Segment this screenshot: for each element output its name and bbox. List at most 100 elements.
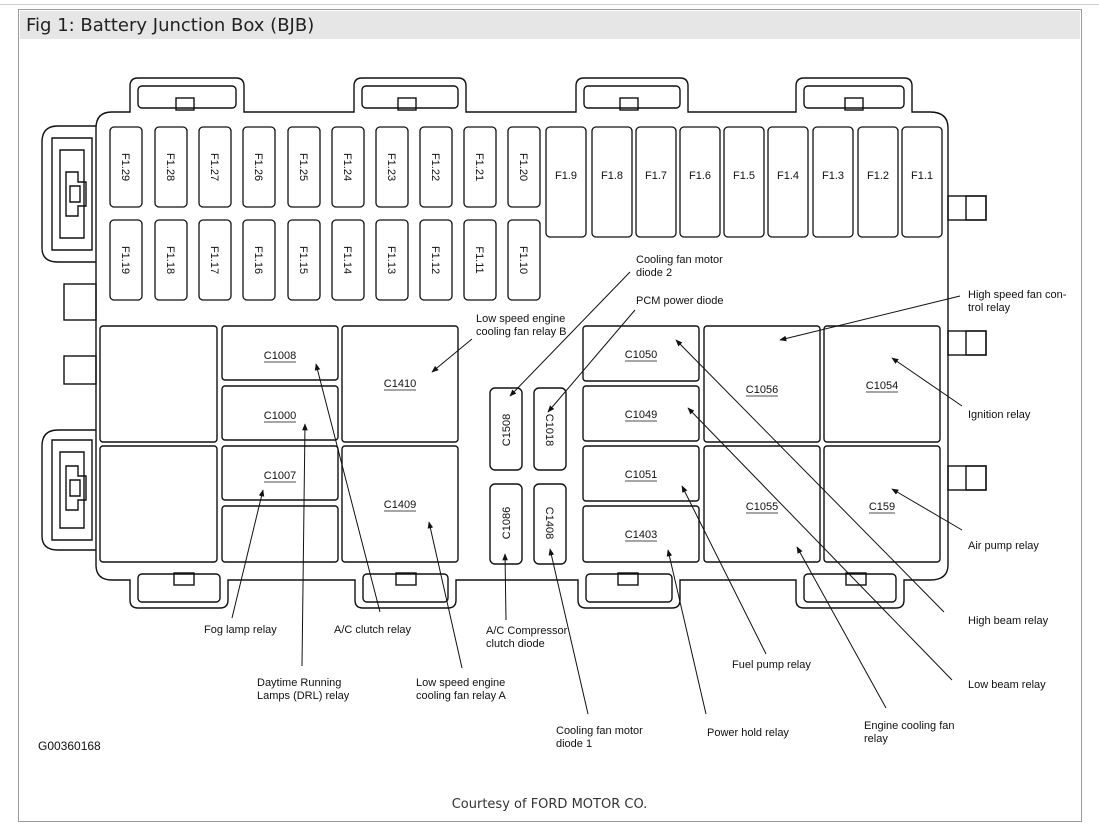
diode-c1508 [489,387,523,471]
bottom-tab-3 [585,573,673,603]
callout-low-beam-relay: Low beam relay [968,679,1046,691]
block-c1049 [582,385,700,442]
leader-low-speed-relay-b [431,338,473,373]
fuse-label: F1.20 [517,153,529,181]
fuse-label: F1.13 [385,246,397,274]
fuse-slot-bottom [507,219,541,301]
fuse-slot-bottom [198,219,232,301]
fuse-label: F1.16 [252,246,264,274]
fuse-label: F1.9 [555,170,577,182]
callout-ignition-relay: Ignition relay [968,409,1031,421]
block-c1054 [823,325,941,443]
block-c1007 [221,445,339,501]
fuse-label: F1.15 [297,246,309,274]
leader-cooling-fan-diode-2 [509,271,631,397]
block-c1050 [582,325,700,382]
leader-ac-clutch-relay [314,363,381,613]
figure-title: Fig 1: Battery Junction Box (BJB) [26,15,315,36]
callout-air-pump-relay: Air pump relay [968,540,1039,552]
fuse-label: F1.28 [164,153,176,181]
code-c1018: C1018 [543,414,555,446]
blank-block-upper-left [99,325,218,443]
leader-low-speed-relay-a [427,521,463,669]
code-c1051: C1051 [625,469,657,481]
fuse-label: F1.1 [911,170,933,182]
fuse-slot-large [545,126,587,238]
code-c1410: C1410 [384,378,416,390]
fuse-label: F1.7 [645,170,667,182]
top-tab-3 [583,85,681,109]
callout-high-beam-relay: High beam relay [968,615,1049,627]
fuse-slot-top [507,126,541,208]
fuse-slot-top [463,126,497,208]
code-c1056: C1056 [746,384,778,396]
code-c1408: C1408 [543,507,555,539]
fuse-slot-top [331,126,365,208]
diode-c1086 [489,483,523,565]
fuse-slot-large [723,126,765,238]
leader-fuel-pump-relay [681,485,767,655]
top-tab-2 [361,85,459,109]
fuse-label: F1.10 [517,246,529,274]
fuse-label: F1.5 [733,170,755,182]
fuse-label: F1.6 [689,170,711,182]
callout-high-speed-fan-control-relay: High speed fan con-trol relay [968,289,1067,314]
fuse-slot-top [419,126,453,208]
fuse-label: F1.3 [822,170,844,182]
left-connector-upper [41,125,96,263]
fuse-slot-bottom [154,219,188,301]
fuse-label: F1.23 [385,153,397,181]
leader-high-speed-fan-control [779,295,961,342]
leader-ac-compressor-diode [502,553,508,621]
code-c1054: C1054 [866,380,898,392]
fuse-label: F1.21 [473,153,485,181]
code-c1409: C1409 [384,499,416,511]
fuse-slot-bottom [287,219,321,301]
block-c1056 [703,325,821,443]
fuse-label: F1.12 [429,246,441,274]
left-tab-2 [63,355,97,385]
callout-power-hold-relay: Power hold relay [707,727,789,739]
left-connector-lower [41,429,96,551]
courtesy-note: Courtesy of FORD MOTOR CO. [451,797,648,812]
fuse-slot-top [109,126,143,208]
leader-power-hold-relay [666,549,707,715]
fuse-label: F1.19 [119,246,131,274]
fuse-label: F1.18 [164,246,176,274]
fuse-slot-large [679,126,721,238]
callout-pcm-power-diode: PCM power diode [636,295,723,307]
code-c1508: C1508 [501,414,513,446]
fuse-slot-large [857,126,899,238]
code-c1055: C1055 [746,501,778,513]
leader-cooling-fan-diode-1 [548,548,589,715]
fuse-label: F1.2 [867,170,889,182]
fuse-label: F1.11 [473,246,485,273]
fuse-slot-top [154,126,188,208]
code-c1050: C1050 [625,349,657,361]
fuse-label: F1.22 [429,153,441,181]
right-tab-3 [947,465,987,491]
fuse-label: F1.14 [341,246,353,274]
callout-fog-lamp-relay: Fog lamp relay [204,624,277,636]
fuse-slot-bottom [109,219,143,301]
top-rule [0,4,1099,5]
fuse-slot-large [767,126,809,238]
fuse-slot-large [901,126,943,238]
leader-fog-lamp-relay [231,489,265,619]
fuse-label: F1.25 [297,153,309,181]
code-c1000: C1000 [264,410,296,422]
fuse-label: F1.27 [208,153,220,181]
leader-high-beam-relay [675,339,945,613]
fuse-label: F1.26 [252,153,264,181]
blank-block-lower-left [99,445,218,563]
code-c1086: C1086 [501,507,513,539]
bottom-tab-4 [803,573,897,603]
code-c159: C159 [869,501,895,513]
fuse-slot-bottom [242,219,276,301]
callout-ac-clutch-relay: A/C clutch relay [334,624,412,636]
